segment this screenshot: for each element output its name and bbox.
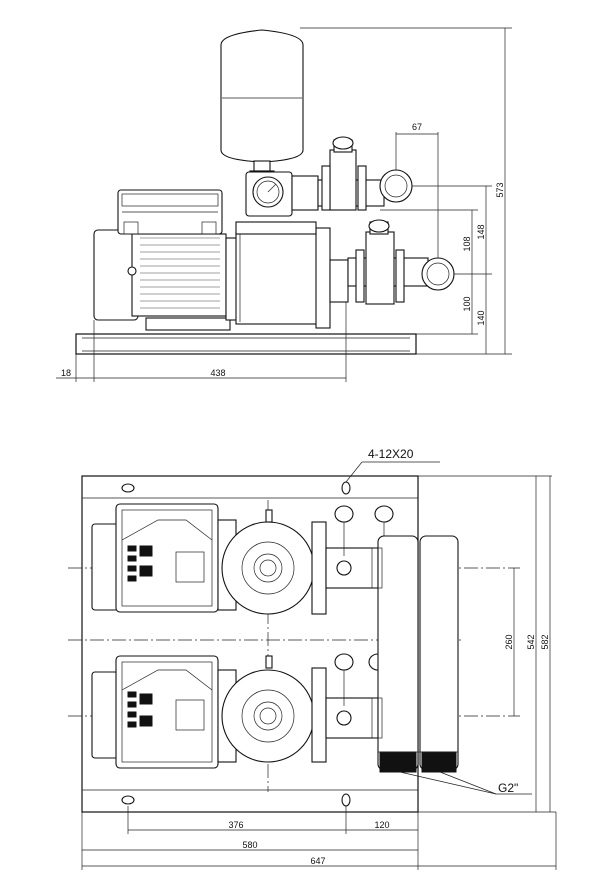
dim-542: 542	[526, 634, 536, 649]
dim-67: 67	[412, 122, 422, 132]
side-controller-box	[117, 189, 223, 235]
pipe-thread-callout: G2"	[498, 781, 518, 795]
plan-leaders	[345, 461, 532, 795]
side-base-frame	[75, 333, 417, 355]
plan-dimensions	[81, 475, 557, 870]
plan-manifolds	[371, 535, 459, 773]
side-pump-body	[225, 221, 349, 329]
side-upper-manifold	[245, 136, 413, 217]
plan-pump-unit-upper	[91, 503, 394, 615]
dim-18: 18	[61, 368, 71, 378]
side-lower-manifold	[347, 219, 455, 305]
side-view	[56, 27, 512, 382]
plan-base-plate	[81, 475, 419, 813]
side-pressure-tank	[220, 29, 304, 178]
dim-573: 573	[495, 182, 505, 197]
dim-260: 260	[504, 634, 514, 649]
side-dimensions	[56, 27, 512, 382]
side-motor	[93, 229, 231, 331]
dim-376: 376	[228, 820, 243, 830]
dim-140: 140	[476, 310, 486, 325]
dim-580: 580	[242, 840, 257, 850]
dim-438: 438	[210, 368, 225, 378]
dim-582: 582	[540, 634, 550, 649]
side-dimension-labels: 67 573 148 108 100 140 18 438	[61, 122, 505, 378]
bolt-hole-callout: 4-12X20	[368, 447, 414, 461]
dim-647: 647	[310, 856, 325, 866]
plan-view	[68, 461, 557, 870]
dim-120: 120	[374, 820, 389, 830]
dim-148: 148	[476, 224, 486, 239]
plan-pump-unit-lower	[91, 653, 388, 769]
dim-108: 108	[462, 236, 472, 251]
dim-100: 100	[462, 296, 472, 311]
plan-text-labels: 4-12X20 G2" 260 542 582 376 120 580 647	[228, 447, 550, 866]
